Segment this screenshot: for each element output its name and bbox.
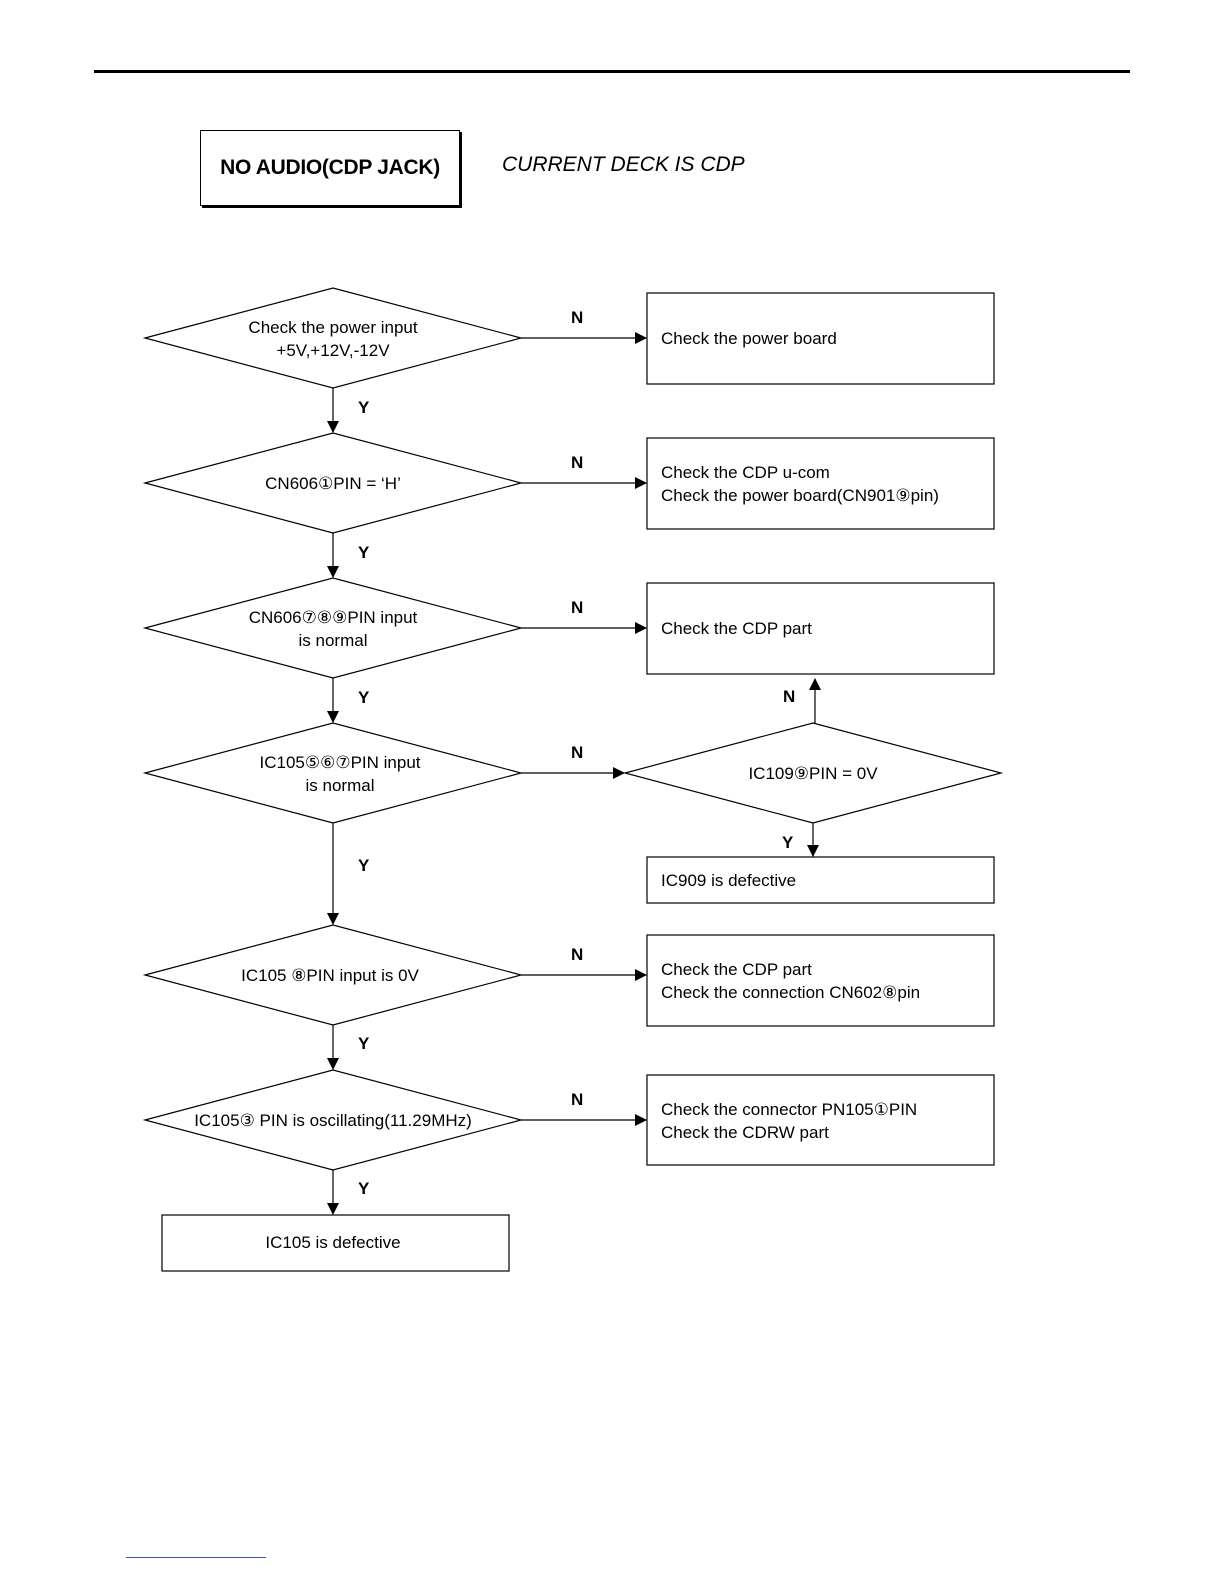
- action-box-cn602: [646, 934, 995, 1027]
- action-box-ic909: [646, 856, 995, 904]
- action-pn105-text: Check the connector PN105①PIN Check the …: [661, 1098, 917, 1144]
- action-cn602-text: Check the CDP part Check the connection …: [661, 958, 920, 1004]
- decision-power-input-line1: Check the power input: [248, 318, 418, 337]
- action-box-cdp-ucom: [646, 437, 995, 530]
- action-ic909-text: IC909 is defective: [661, 871, 797, 890]
- branch-label-no-3: N: [571, 598, 584, 617]
- action-ic105-defective-text: IC105 is defective: [265, 1233, 401, 1252]
- decision-cn606-pins-line2: is normal: [298, 631, 368, 650]
- decision-ic105-pin8-text: IC105 ⑧PIN input is 0V: [241, 966, 419, 985]
- branch-label-yes-6: Y: [358, 1179, 370, 1198]
- action-cdp-ucom-text: Check the CDP u-com Check the power boar…: [661, 461, 939, 507]
- action-power-board-text: Check the power board: [661, 329, 837, 348]
- decision-power-input-text: Check the power input +5V,+12V,-12V: [248, 316, 417, 362]
- action-cdp-ucom-line2: Check the power board(CN901⑨pin): [661, 486, 939, 505]
- branch-label-yes-1: Y: [358, 398, 370, 417]
- page-title-box: NO AUDIO(CDP JACK): [200, 130, 460, 206]
- branch-label-no-1: N: [571, 308, 584, 327]
- branch-label-yes-4: Y: [358, 856, 370, 875]
- decision-cn606-pin1-text: CN606①PIN = ‘H’: [265, 474, 401, 493]
- branch-label-no-6: N: [571, 1090, 584, 1109]
- branch-label-no-4: N: [571, 743, 584, 762]
- action-box-cdp-part: [646, 582, 995, 675]
- page-subtitle: CURRENT DECK IS CDP: [502, 153, 745, 176]
- branch-label-no-ic109: N: [783, 687, 796, 706]
- branch-label-yes-5: Y: [358, 1034, 370, 1053]
- decision-ic105-pins-line2: is normal: [305, 776, 375, 795]
- page-title: NO AUDIO(CDP JACK): [220, 156, 440, 179]
- footer-rule: [126, 1557, 266, 1558]
- action-cdp-ucom-line1: Check the CDP u-com: [661, 463, 830, 482]
- action-box-power-board: [646, 292, 995, 385]
- branch-label-no-2: N: [571, 453, 584, 472]
- action-pn105-line2: Check the CDRW part: [661, 1123, 829, 1142]
- header-rule: [94, 70, 1130, 73]
- decision-ic105-pins-text: IC105⑤⑥⑦PIN input is normal: [259, 751, 420, 797]
- decision-ic105-osc-text: IC105③ PIN is oscillating(11.29MHz): [194, 1111, 472, 1130]
- branch-label-no-5: N: [571, 945, 584, 964]
- action-box-ic105-defective: [161, 1214, 510, 1272]
- decision-diamond-ic109: [622, 722, 1004, 824]
- decision-ic109-text: IC109⑨PIN = 0V: [748, 764, 878, 783]
- action-pn105-line1: Check the connector PN105①PIN: [661, 1100, 918, 1119]
- branch-label-yes-ic109: Y: [782, 833, 794, 852]
- decision-ic105-pins-line1: IC105⑤⑥⑦PIN input: [259, 753, 421, 772]
- decision-cn606-pins-line1: CN606⑦⑧⑨PIN input: [248, 608, 418, 627]
- branch-label-yes-3: Y: [358, 688, 370, 707]
- action-cn602-line1: Check the CDP part: [661, 960, 812, 979]
- action-box-pn105: [646, 1074, 995, 1166]
- branch-label-yes-2: Y: [358, 543, 370, 562]
- action-cdp-part-text: Check the CDP part: [661, 619, 812, 638]
- decision-cn606-pins-text: CN606⑦⑧⑨PIN input is normal: [249, 606, 418, 652]
- action-cn602-line2: Check the connection CN602⑧pin: [661, 983, 921, 1002]
- decision-power-input-line2: +5V,+12V,-12V: [276, 341, 390, 360]
